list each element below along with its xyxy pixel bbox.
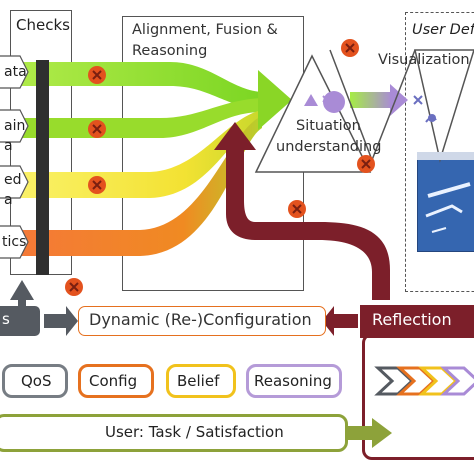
merge-arrow-head: [258, 70, 292, 130]
source-tags: [0, 55, 29, 259]
cross-icon: [322, 95, 330, 103]
task-box: [0, 414, 348, 452]
source-label-terrain-2: a: [4, 138, 13, 154]
checks-bar: [36, 60, 49, 275]
reasoning-label: Reasoning: [254, 372, 332, 390]
screenshot-graph: [417, 152, 474, 233]
vis-icons: [413, 95, 437, 123]
vis-v-right: [414, 49, 474, 163]
user-defined-title: User Defi: [412, 22, 474, 38]
orange-stream: [0, 116, 262, 256]
reasoning-pill: [246, 364, 342, 398]
vis-arrow-head: [390, 84, 408, 116]
green-stream-2: [0, 98, 262, 138]
situation-triangle: [254, 54, 372, 173]
chevron-arrows: [374, 366, 474, 396]
reflection-arrow-body: [226, 148, 390, 300]
reflection-box: [360, 305, 474, 338]
left-cut-box: [0, 306, 40, 336]
config-pill: [78, 364, 154, 398]
task-arrow: [348, 418, 392, 448]
understanding-label: understanding: [276, 139, 382, 155]
dynamic-left-arrow: [44, 306, 78, 336]
source-label-feed: ed: [4, 172, 22, 188]
qos-pill: [2, 364, 68, 398]
task-label: User: Task / Satisfaction: [105, 423, 284, 441]
belief-pill: [166, 364, 236, 398]
checks-title: Checks: [16, 16, 70, 34]
source-label-terrain: ain: [4, 118, 26, 134]
yellow-stream: [0, 110, 262, 198]
triangle-icon: [304, 94, 318, 106]
situation-label: Situation: [296, 118, 361, 134]
belief-label: Belief: [177, 372, 220, 390]
source-label-data: ata: [4, 64, 27, 80]
source-label-feed-2: a: [4, 192, 13, 208]
dynamic-config-box: [78, 306, 326, 336]
vis-arrow-body: [350, 92, 392, 108]
visualization-label: Visualization: [378, 52, 470, 68]
config-label: Config: [89, 372, 138, 390]
reflection-arrow-head: [214, 122, 256, 150]
green-stream-1: [0, 62, 262, 108]
left-cut-label: s: [2, 310, 10, 328]
source-label-statistics: tics: [2, 234, 27, 250]
reflect-to-dynamic-arrow: [322, 306, 358, 336]
up-arrow: [10, 280, 34, 310]
screenshot-thumbnail: [417, 152, 474, 252]
alignment-subtitle: Reasoning: [132, 43, 208, 59]
reflection-label: Reflection: [372, 310, 452, 329]
check-x-icon: [65, 39, 375, 296]
dynamic-config-label: Dynamic (Re-)Configuration: [89, 310, 312, 329]
circle-icon: [323, 91, 345, 113]
qos-label: QoS: [21, 372, 52, 390]
alignment-title: Alignment, Fusion &: [132, 22, 278, 38]
